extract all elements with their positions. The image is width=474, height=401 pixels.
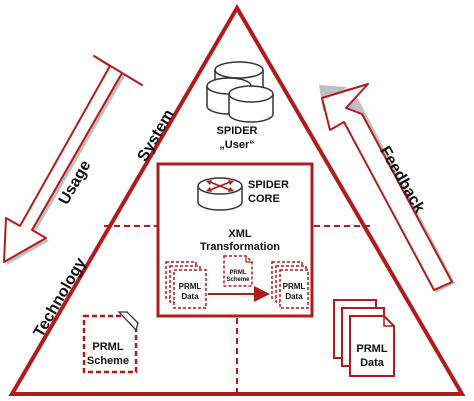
database-cylinders-icon [206, 61, 274, 123]
xml-label-line1: XML [228, 228, 252, 240]
core-label-line1: SPIDER [248, 179, 289, 191]
feedback-arrow [319, 83, 455, 293]
prml-scheme-line2: Scheme [87, 355, 129, 367]
prml-scheme-document-icon [82, 311, 139, 374]
router-icon [197, 177, 243, 211]
transform-prml-scheme-line1: PRML [230, 270, 247, 276]
prml-scheme-line1: PRML [92, 341, 123, 353]
target-prml-data-line1: PRML [283, 282, 306, 291]
core-label-line2: CORE [248, 193, 280, 205]
user-db-label-line1: SPIDER [217, 125, 258, 137]
prml-data-line2: Data [360, 357, 385, 369]
prml-data-line1: PRML [356, 343, 387, 355]
transform-prml-scheme-line2: Scheme [226, 277, 250, 283]
source-prml-data-document-stack [165, 261, 207, 309]
source-prml-data-line1: PRML [179, 282, 202, 291]
source-prml-data-line2: Data [181, 292, 199, 301]
usage-arrow [3, 55, 145, 265]
target-prml-data-line2: Data [285, 292, 303, 301]
prml-data-document-stack-icon [333, 299, 395, 377]
target-prml-data-document-stack [271, 261, 309, 309]
transform-prml-scheme-document [223, 255, 253, 287]
xml-label-line2: Transformation [200, 241, 280, 253]
user-db-label-line2: „User“ [219, 139, 254, 151]
